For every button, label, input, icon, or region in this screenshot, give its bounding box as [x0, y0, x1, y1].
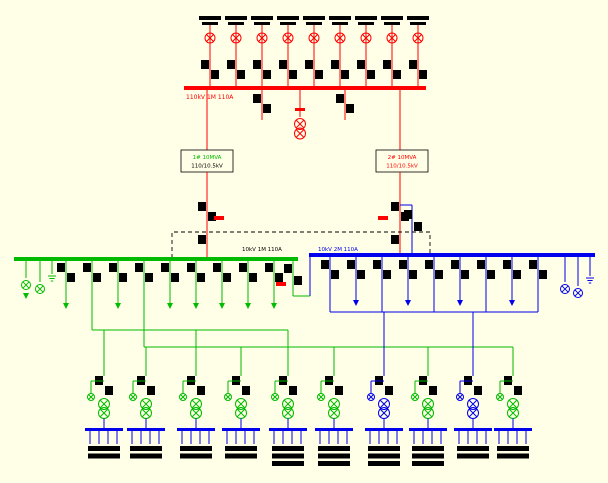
- labels-lv_bus2: 10kV 2M 110A: [318, 247, 358, 253]
- route-lines: [92, 311, 538, 348]
- bus2-section: [309, 253, 595, 312]
- labels-transformer2-line2: 110/10.5kV: [386, 164, 418, 170]
- feeder-clusters: [85, 312, 532, 466]
- transformer-section: 1# 10MVA 110/10.5kV 2# 10MVA 110/10.5kV 10kV…: [171, 90, 431, 259]
- bus1-section: [14, 257, 298, 347]
- labels-hv_bus: 110kV 1M 110A: [186, 94, 234, 101]
- hv-section: 110kV 1M 110A: [184, 16, 429, 140]
- labels-transformer1-line2: 110/10.5kV: [191, 164, 223, 170]
- labels-lv_bus1: 10kV 1M 110A: [242, 247, 282, 253]
- bus-tie: [276, 257, 311, 297]
- labels-transformer1-line1: 1# 10MVA: [193, 155, 222, 161]
- labels-transformer2-line1: 2# 10MVA: [388, 155, 417, 161]
